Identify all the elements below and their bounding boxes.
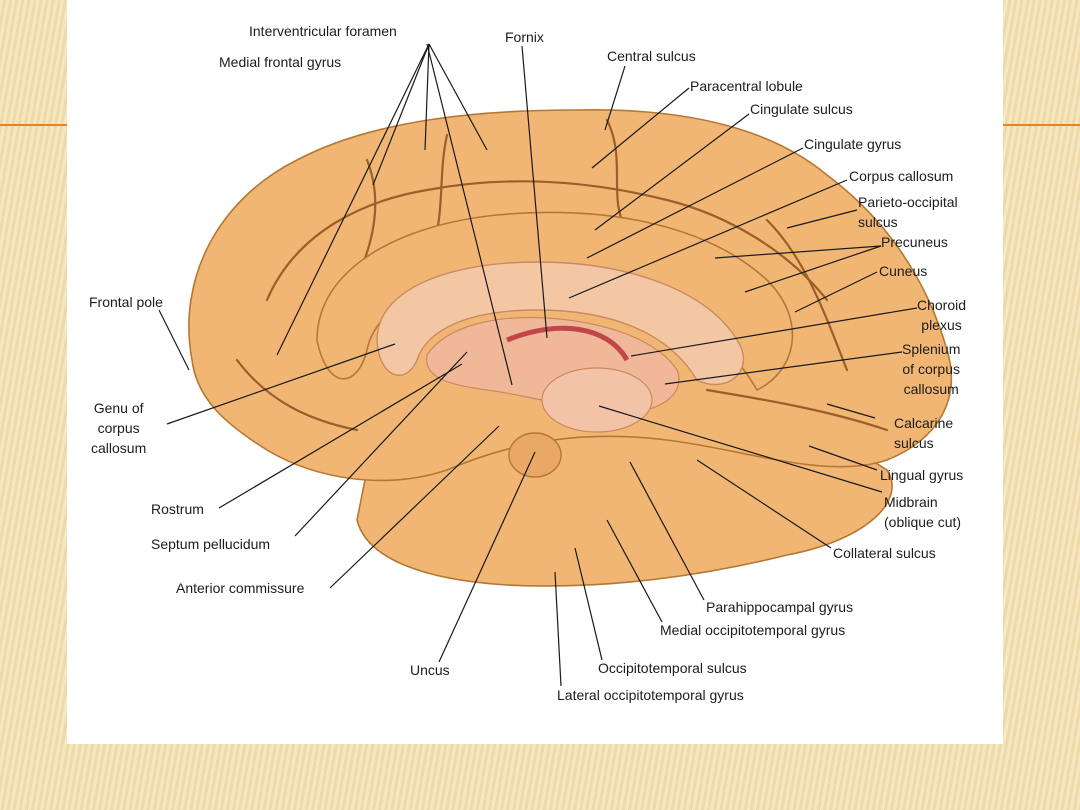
label-medial-frontal-gyrus: Medial frontal gyrus xyxy=(219,54,342,70)
label-choroid-plexus: Choroid plexus xyxy=(917,297,967,333)
label-interventricular-foramen: Interventricular foramen xyxy=(249,23,397,39)
label-midbrain: Midbrain (oblique cut) xyxy=(884,494,962,530)
label-splenium: Splenium of corpus callosum xyxy=(902,341,961,397)
label-fornix: Fornix xyxy=(505,29,544,45)
label-lateral-occipitotemporal-gyrus: Lateral occipitotemporal gyrus xyxy=(557,687,744,703)
slide-accent-line-left xyxy=(0,124,70,126)
sulcus-line xyxy=(765,218,849,372)
label-medial-occipitotemporal-gyrus: Medial occipitotemporal gyrus xyxy=(660,622,846,638)
sulcus-line xyxy=(265,180,829,302)
label-cuneus: Cuneus xyxy=(879,263,928,279)
label-lingual-gyrus: Lingual gyrus xyxy=(880,467,964,483)
label-central-sulcus: Central sulcus xyxy=(607,48,696,64)
slide-accent-line-right xyxy=(1003,124,1080,126)
label-occipitotemporal-sulcus: Occipitotemporal sulcus xyxy=(598,660,747,676)
midbrain-cut xyxy=(541,367,653,433)
label-parahippocampal-gyrus: Parahippocampal gyrus xyxy=(706,599,854,615)
choroid-plexus xyxy=(506,325,630,362)
label-collateral-sulcus: Collateral sulcus xyxy=(833,545,936,561)
brain-medial-view-diagram xyxy=(158,43,952,687)
corpus-callosum xyxy=(376,261,744,386)
uncus-shape xyxy=(508,432,562,478)
brain-figure-panel: Interventricular foramen Medial frontal … xyxy=(67,0,1003,744)
label-uncus: Uncus xyxy=(410,662,450,678)
label-genu: Genu of corpus callosum xyxy=(91,400,147,456)
sulcus-line xyxy=(705,388,889,432)
label-rostrum: Rostrum xyxy=(151,501,204,517)
cingulate-gyrus xyxy=(316,211,794,392)
label-septum-pellucidum: Septum pellucidum xyxy=(151,536,271,552)
label-parieto-occipital-sulcus: Parieto-occipital sulcus xyxy=(858,194,958,230)
label-precuneus: Precuneus xyxy=(881,234,948,250)
label-paracentral-lobule: Paracentral lobule xyxy=(690,78,803,94)
label-anterior-commissure: Anterior commissure xyxy=(176,580,305,596)
label-cingulate-gyrus: Cingulate gyrus xyxy=(804,136,902,152)
sulcus-line xyxy=(235,358,359,432)
label-calcarine-sulcus: Calcarine sulcus xyxy=(894,415,954,451)
leader-lines xyxy=(158,43,918,687)
label-corpus-callosum: Corpus callosum xyxy=(849,168,954,184)
label-frontal-pole: Frontal pole xyxy=(89,294,163,310)
label-cingulate-sulcus: Cingulate sulcus xyxy=(750,101,853,117)
